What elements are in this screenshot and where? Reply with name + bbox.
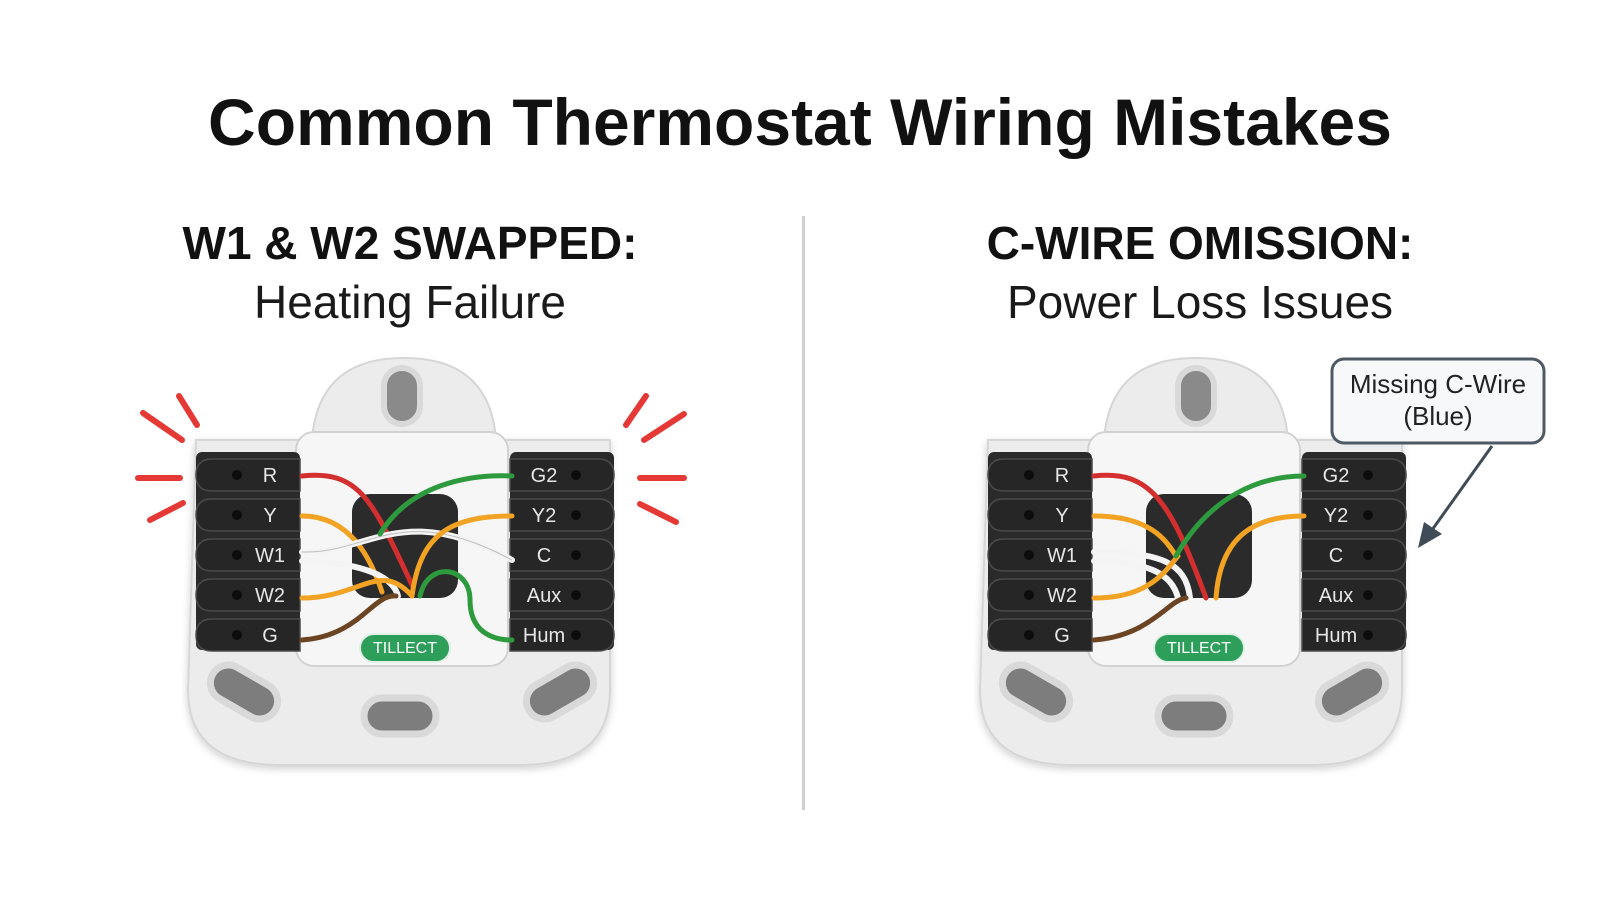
left-thermostat-base	[186, 356, 611, 766]
wire-yellow-3	[409, 513, 515, 599]
wire-white	[1091, 549, 1193, 601]
terminal-r: R	[195, 458, 301, 492]
terminal-aux: Aux	[1301, 578, 1407, 612]
terminal-label: W1	[1047, 545, 1077, 567]
wire-yellow-2	[1091, 553, 1181, 601]
wire-brown	[299, 593, 399, 643]
right-mount-slot-br	[1314, 661, 1390, 723]
wire-white-shadow	[301, 531, 513, 561]
terminal-g: G	[987, 618, 1093, 652]
terminal-label: W1	[255, 545, 285, 567]
left-wires	[299, 472, 515, 643]
callout-line-1: Missing C-Wire	[1350, 369, 1526, 399]
left-terminal-block-right: G2 Y2 C Aux Hum	[509, 452, 615, 652]
terminal-aux: Aux	[509, 578, 615, 612]
terminal-label: Aux	[527, 585, 561, 607]
terminal-label: Aux	[1319, 585, 1353, 607]
left-terminal-block-left: R Y W1 W2 G	[195, 452, 301, 652]
terminal-g: G	[195, 618, 301, 652]
brand-label: TILLECT	[373, 640, 437, 657]
wire-red	[299, 472, 415, 588]
terminal-c: C	[509, 538, 615, 572]
terminal-c: C	[1301, 538, 1407, 572]
wire-yellow-2	[299, 578, 415, 601]
panel-divider	[802, 216, 805, 810]
terminal-y2: Y2	[1301, 498, 1407, 532]
terminal-label: R	[1055, 465, 1069, 487]
terminal-label: G2	[1323, 465, 1350, 487]
callout-line-2: (Blue)	[1403, 401, 1472, 431]
alert-lines-left	[135, 393, 200, 523]
left-panel-title: W1 & W2 SWAPPED:	[182, 217, 638, 269]
left-mount-slot-bottom	[360, 694, 440, 738]
right-panel-heading: C-WIRE OMISSION: Power Loss Issues	[820, 214, 1580, 332]
left-panel-heading: W1 & W2 SWAPPED: Heating Failure	[30, 214, 790, 332]
wire-white-2	[299, 558, 401, 599]
right-top-mount-slot	[1175, 365, 1217, 427]
terminal-label: Y	[263, 505, 276, 527]
wire-green	[377, 473, 515, 537]
right-mount-slot-bottom	[1154, 694, 1234, 738]
left-brand-badge: TILLECT	[359, 633, 451, 663]
terminal-y: Y	[195, 498, 301, 532]
wire-red	[1091, 472, 1209, 601]
right-panel-subtitle: Power Loss Issues	[1006, 276, 1394, 328]
terminal-label: C	[1329, 545, 1343, 567]
callout-arrow	[1418, 445, 1494, 548]
right-wires	[1091, 472, 1307, 643]
terminal-hum: Hum	[1301, 618, 1407, 652]
left-panel-subtitle: Heating Failure	[254, 276, 566, 328]
brand-label: TILLECT	[1167, 640, 1231, 657]
page-title: Common Thermostat Wiring Mistakes	[208, 85, 1392, 159]
terminal-hum: Hum	[509, 618, 615, 652]
wire-green-2	[417, 569, 515, 643]
left-mount-slot-bl	[206, 661, 282, 723]
wire-yellow	[1091, 513, 1179, 559]
left-mount-slot-br	[522, 661, 598, 723]
missing-c-wire-callout: Missing C-Wire (Blue)	[1330, 357, 1546, 445]
right-terminal-block-right: G2 Y2 C Aux Hum	[1301, 452, 1407, 652]
right-terminal-block-left: R Y W1 W2 G	[987, 452, 1093, 652]
terminal-r: R	[987, 458, 1093, 492]
terminal-label: G2	[531, 465, 558, 487]
wire-yellow-3	[1213, 513, 1307, 601]
terminal-label: Hum	[1315, 625, 1357, 647]
left-top-mount-slot	[381, 365, 423, 427]
terminal-w2: W2	[195, 578, 301, 612]
terminal-label: Y2	[532, 505, 556, 527]
terminal-y: Y	[987, 498, 1093, 532]
terminal-label: R	[263, 465, 277, 487]
terminal-w1: W1	[195, 538, 301, 572]
terminal-y2: Y2	[509, 498, 615, 532]
terminal-label: W2	[1047, 585, 1077, 607]
wire-green	[1173, 473, 1307, 559]
right-panel-title: C-WIRE OMISSION:	[986, 217, 1414, 269]
terminal-w1: W1	[987, 538, 1093, 572]
terminal-label: G	[1054, 625, 1070, 647]
terminal-label: Y2	[1324, 505, 1348, 527]
terminal-label: G	[262, 625, 278, 647]
terminal-label: W2	[255, 585, 285, 607]
right-mount-slot-bl	[998, 661, 1074, 723]
alert-lines-right	[623, 393, 687, 525]
wire-brown	[1091, 595, 1189, 643]
right-brand-badge: TILLECT	[1153, 633, 1245, 663]
terminal-g2: G2	[1301, 458, 1407, 492]
terminal-w2: W2	[987, 578, 1093, 612]
terminal-g2: G2	[509, 458, 615, 492]
wire-white-2	[1091, 558, 1181, 601]
terminal-label: Y	[1055, 505, 1068, 527]
terminal-label: Hum	[523, 625, 565, 647]
terminal-label: C	[537, 545, 551, 567]
